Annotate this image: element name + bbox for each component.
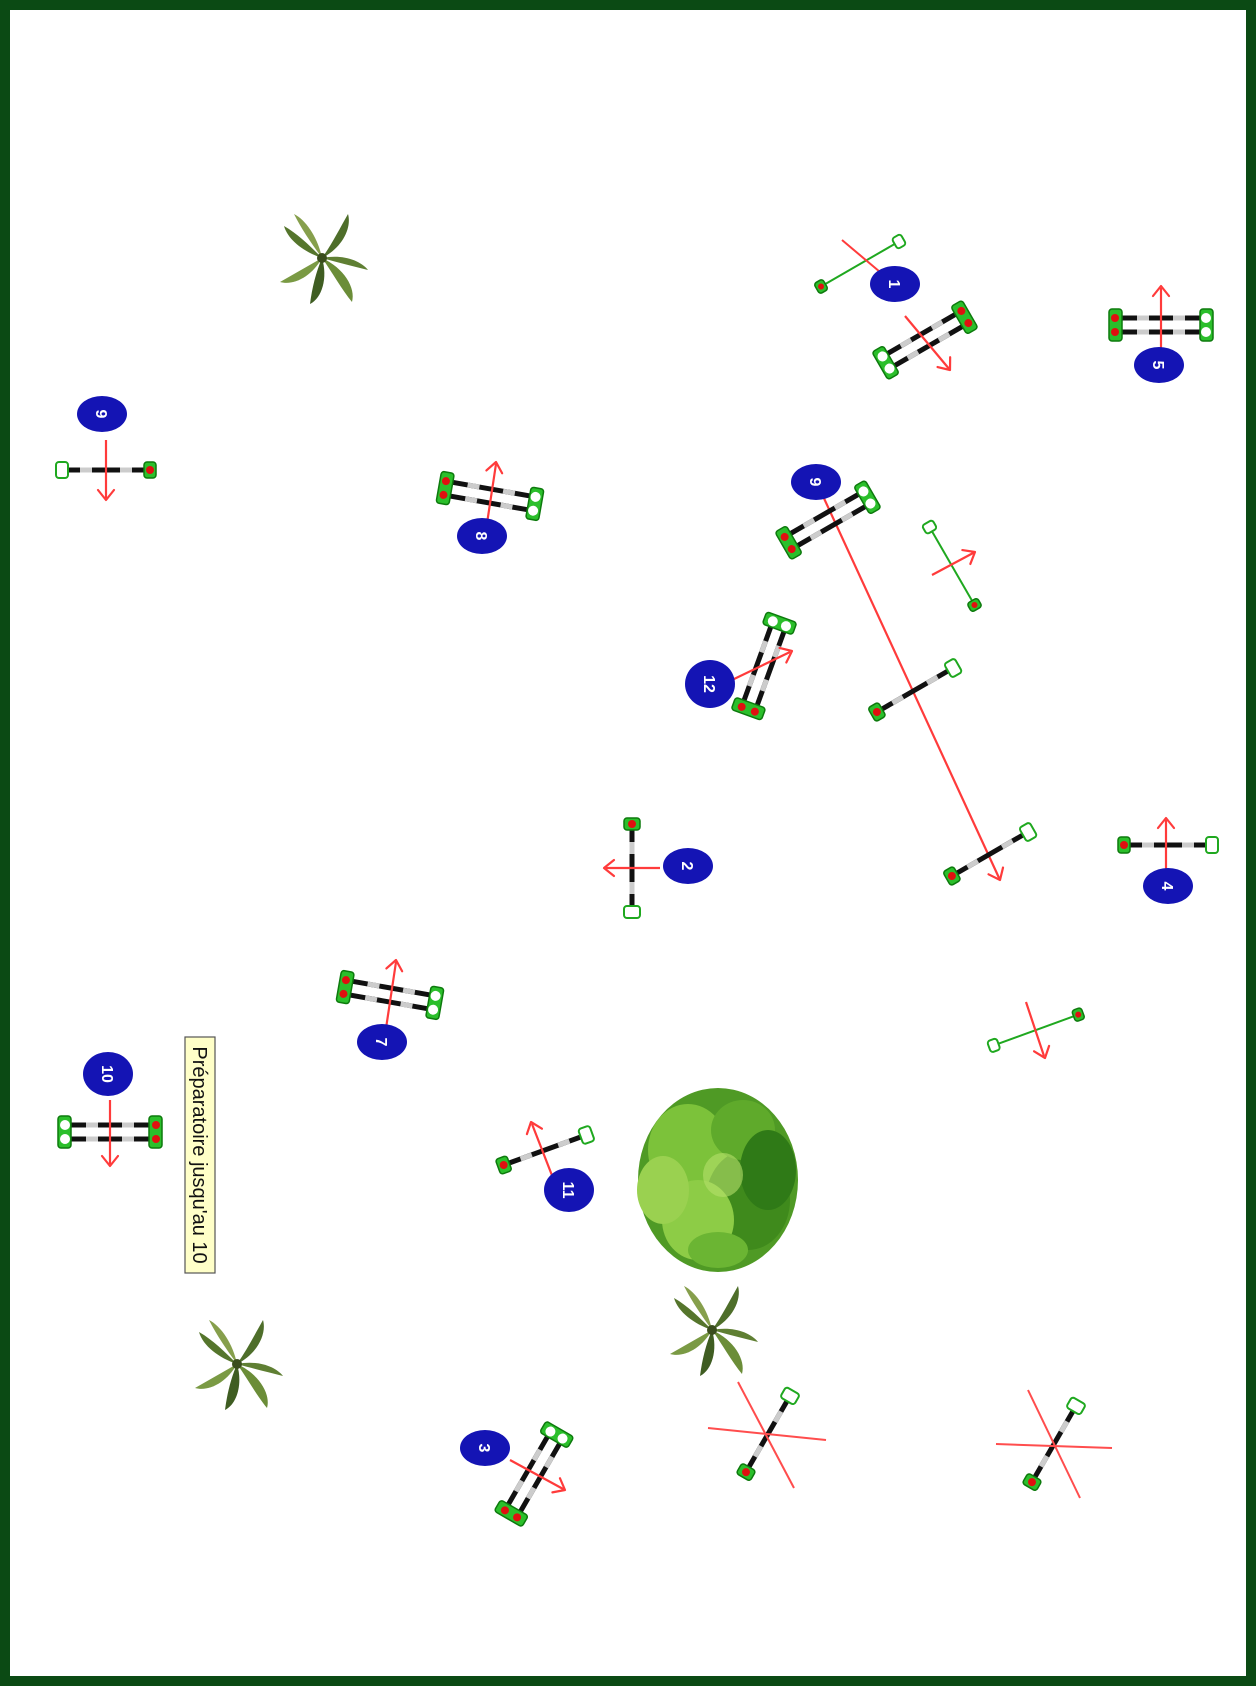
jump-icon bbox=[943, 822, 1038, 886]
jump-3: 3 bbox=[460, 1421, 574, 1527]
jump-icon bbox=[731, 612, 797, 721]
palm-tree-icon bbox=[670, 1286, 758, 1376]
no-jump-cross-icon bbox=[707, 1381, 827, 1489]
number-marker-icon: 1 bbox=[870, 266, 920, 302]
palm-tree-icon bbox=[280, 214, 368, 304]
jump-number: 2 bbox=[678, 862, 695, 871]
number-marker-icon: 10 bbox=[83, 1052, 133, 1096]
jump-top-left: 9 bbox=[56, 396, 156, 502]
no-jump-cross-icon bbox=[995, 1389, 1113, 1499]
number-marker-icon: 2 bbox=[663, 848, 713, 884]
tree-icon bbox=[637, 1088, 798, 1272]
jump-icon bbox=[495, 1125, 594, 1174]
jump-number: 9 bbox=[806, 478, 823, 487]
jump-number: 9 bbox=[92, 410, 109, 419]
jump-icon bbox=[868, 658, 963, 722]
jump-number: 1 bbox=[885, 280, 902, 289]
jump-number: 3 bbox=[475, 1444, 492, 1453]
jump-number: 12 bbox=[700, 675, 717, 693]
jump-2: 2 bbox=[602, 818, 713, 918]
jump-10: 10 bbox=[58, 1052, 162, 1168]
ground-pole bbox=[985, 1001, 1087, 1062]
jump-8: 8 bbox=[436, 459, 544, 554]
number-marker-icon: 11 bbox=[544, 1168, 594, 1212]
jump-icon bbox=[436, 471, 544, 521]
number-marker-icon: 9 bbox=[77, 396, 127, 432]
course-note: Préparatoire jusqu'au 10 bbox=[184, 1036, 216, 1274]
jump-1: 1 bbox=[812, 232, 978, 380]
jump-number: 11 bbox=[559, 1182, 576, 1199]
number-marker-icon: 9 bbox=[791, 464, 841, 500]
jump-4: 4 bbox=[1118, 816, 1218, 904]
number-marker-icon: 12 bbox=[685, 660, 735, 708]
jump-9: 9 bbox=[775, 464, 1037, 886]
jump-number: 8 bbox=[472, 532, 489, 541]
combination-line bbox=[821, 493, 1001, 881]
number-marker-icon: 3 bbox=[460, 1430, 510, 1466]
number-marker-icon: 5 bbox=[1134, 347, 1184, 383]
number-marker-icon: 4 bbox=[1143, 868, 1193, 904]
jump-number: 4 bbox=[1158, 882, 1175, 891]
jump-number: 7 bbox=[372, 1038, 389, 1047]
jump-number: 10 bbox=[98, 1065, 115, 1083]
number-marker-icon: 7 bbox=[357, 1024, 407, 1060]
number-marker-icon: 8 bbox=[457, 518, 507, 554]
jump-number: 5 bbox=[1149, 361, 1166, 370]
jump-11: 11 bbox=[495, 1118, 594, 1212]
jump-icon bbox=[920, 518, 984, 614]
jump-6 bbox=[920, 518, 984, 614]
jump-5: 5 bbox=[1109, 284, 1213, 383]
jump-7: 7 bbox=[336, 957, 444, 1060]
jump-icon bbox=[1118, 837, 1218, 853]
jump-12: 12 bbox=[685, 612, 797, 721]
palm-tree-icon bbox=[195, 1320, 283, 1410]
course-note-text: Préparatoire jusqu'au 10 bbox=[188, 1046, 210, 1263]
